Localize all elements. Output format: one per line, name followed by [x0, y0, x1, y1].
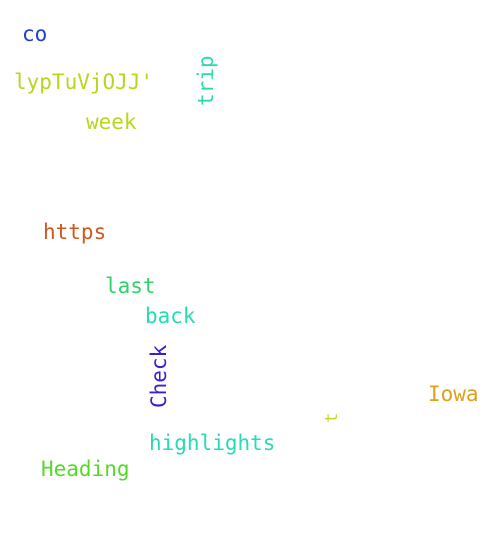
word-co: co [22, 22, 48, 46]
word-heading: Heading [41, 457, 130, 481]
word-back: back [145, 304, 196, 328]
word-iowa: Iowa [428, 382, 479, 406]
word-trip: trip [194, 55, 218, 106]
word-lypTuVjOJJ: lypTuVjOJJ' [14, 70, 154, 94]
word-highlights: highlights [149, 431, 276, 455]
word-last: last [105, 274, 156, 298]
word-check: Check [147, 344, 171, 408]
word-week: week [86, 110, 137, 134]
word-https: https [43, 220, 107, 244]
word-t: t [322, 412, 342, 423]
